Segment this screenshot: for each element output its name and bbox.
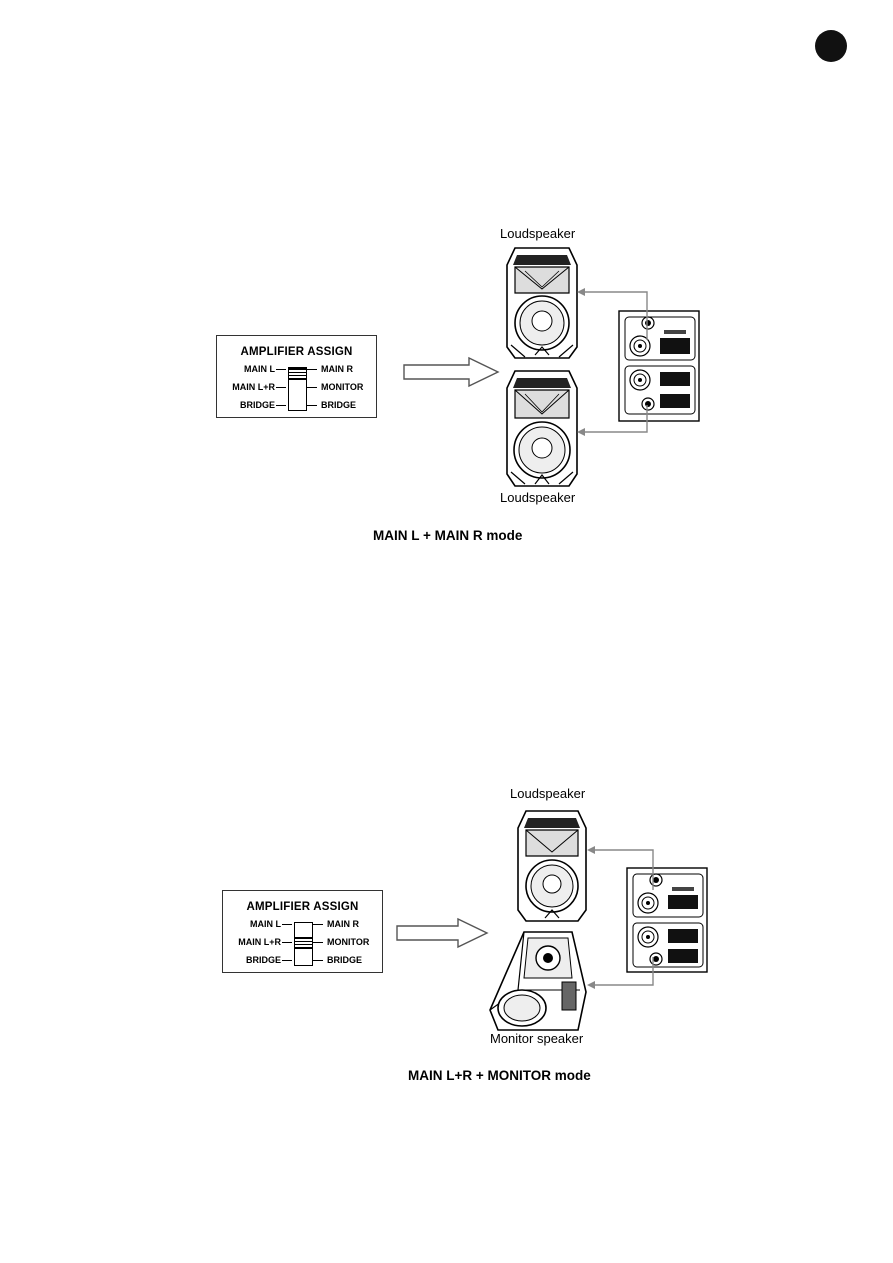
loudspeaker-top-icon	[517, 810, 587, 922]
label-bridge-right: BRIDGE	[321, 400, 357, 410]
speaker-bottom-label: Loudspeaker	[500, 490, 576, 505]
figure-caption: MAIN L + MAIN R mode	[373, 528, 523, 543]
label-monitor: MONITOR	[327, 937, 370, 947]
loudspeaker-bottom-icon	[506, 370, 578, 487]
label-main-lr: MAIN L+R	[232, 382, 275, 392]
tick	[313, 924, 323, 925]
tick	[313, 960, 323, 961]
assign-title: AMPLIFIER ASSIGN	[246, 901, 359, 913]
speaker-bottom-label: Monitor speaker	[490, 1031, 584, 1046]
assign-switch-slot	[288, 367, 307, 411]
amplifier-rear-panel-icon	[626, 867, 708, 973]
tick	[276, 387, 286, 388]
loudspeaker-top-icon	[506, 247, 578, 359]
connection-lines	[587, 846, 654, 989]
label-main-l: MAIN L	[244, 364, 275, 374]
label-bridge-left: BRIDGE	[239, 400, 275, 410]
label-main-r: MAIN R	[321, 364, 353, 374]
tick	[282, 942, 292, 943]
speaker-top-label: Loudspeaker	[500, 226, 576, 241]
connection-lines	[577, 288, 648, 436]
tick	[307, 387, 317, 388]
amplifier-assign-panel: AMPLIFIER ASSIGN MAIN L MAIN L+R BRIDGE …	[216, 335, 377, 418]
amplifier-rear-panel-icon	[618, 310, 700, 422]
arrow-right-icon	[396, 917, 489, 949]
amplifier-assign-panel: AMPLIFIER ASSIGN MAIN L MAIN L+R BRIDGE …	[222, 890, 383, 973]
label-bridge-left: BRIDGE	[245, 955, 281, 965]
monitor-speaker-icon	[489, 931, 587, 1031]
tick	[313, 942, 323, 943]
figure-caption: MAIN L+R + MONITOR mode	[408, 1068, 591, 1083]
label-main-l: MAIN L	[250, 919, 281, 929]
tick	[282, 924, 292, 925]
assign-switch-knob	[295, 937, 312, 949]
assign-switch-knob	[289, 368, 306, 380]
tick	[307, 405, 317, 406]
assign-title: AMPLIFIER ASSIGN	[240, 346, 353, 358]
tick	[276, 405, 286, 406]
label-main-r: MAIN R	[327, 919, 359, 929]
figure-main-l-main-r: AMPLIFIER ASSIGN MAIN L MAIN L+R BRIDGE …	[0, 220, 893, 550]
label-main-lr: MAIN L+R	[238, 937, 281, 947]
label-bridge-right: BRIDGE	[327, 955, 363, 965]
assign-switch-slot	[294, 922, 313, 966]
page-marker-dot	[815, 30, 847, 62]
label-monitor: MONITOR	[321, 382, 364, 392]
arrow-right-icon	[403, 356, 500, 388]
speaker-top-label: Loudspeaker	[510, 786, 586, 801]
tick	[282, 960, 292, 961]
tick	[307, 369, 317, 370]
tick	[276, 369, 286, 370]
figure-main-lr-monitor: AMPLIFIER ASSIGN MAIN L MAIN L+R BRIDGE …	[0, 780, 893, 1100]
